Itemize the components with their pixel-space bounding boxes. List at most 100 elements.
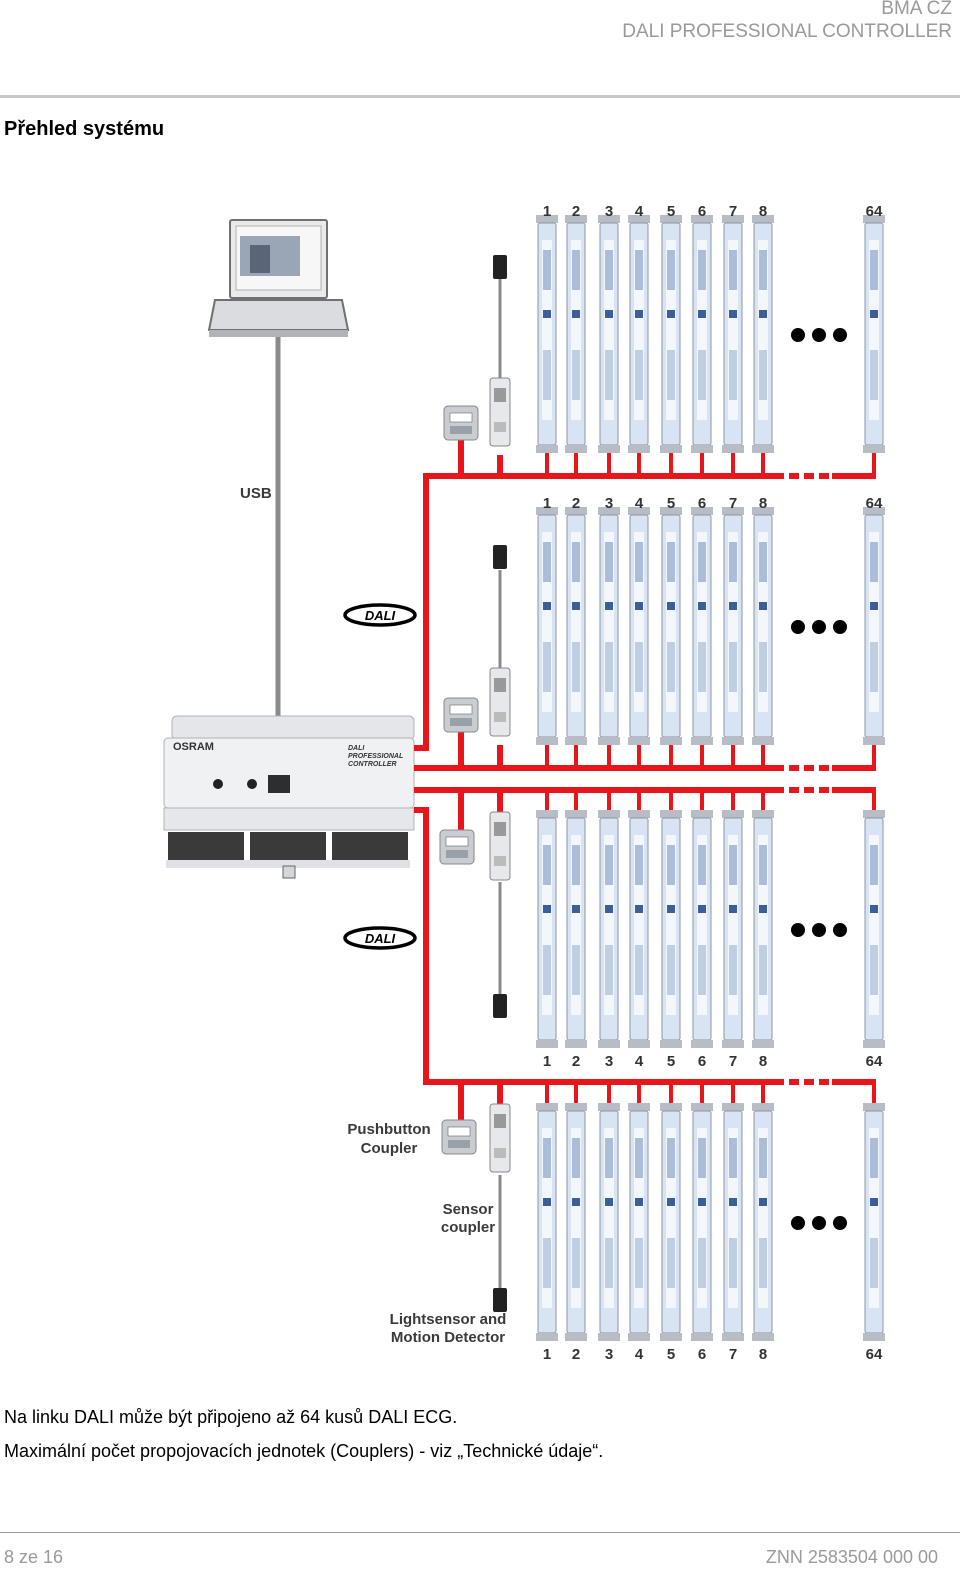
dali-controller: OSRAM DALI PROFESSIONAL CONTROLLER bbox=[163, 715, 415, 879]
ecg-unit-icon bbox=[535, 506, 559, 746]
pushbutton-coupler-icon bbox=[441, 1119, 477, 1155]
ecg-unit-icon bbox=[690, 1102, 714, 1342]
ecg-unit-icon bbox=[751, 809, 775, 1049]
pushbutton-coupler-icon bbox=[439, 829, 475, 865]
ellipsis-dot-icon bbox=[791, 923, 805, 937]
dali-logo: DALI bbox=[343, 603, 417, 627]
ellipsis-dot-icon bbox=[833, 328, 847, 342]
sensor-coupler-label: Sensor bbox=[443, 1201, 494, 1218]
ellipsis-dot-icon bbox=[791, 328, 805, 342]
ecg-unit-icon bbox=[751, 1102, 775, 1342]
ecg-address-label: 2 bbox=[572, 495, 580, 512]
ecg-unit-icon bbox=[564, 809, 588, 1049]
sensor-coupler-label: coupler bbox=[441, 1219, 495, 1236]
ecg-unit-icon bbox=[564, 1102, 588, 1342]
ellipsis-dot-icon bbox=[812, 923, 826, 937]
ecg-unit-icon bbox=[751, 214, 775, 454]
controller-button-icon bbox=[213, 779, 223, 789]
ecg-unit-icon bbox=[862, 506, 886, 746]
ecg-address-label: 2 bbox=[572, 203, 580, 220]
controller-name-line1: DALI bbox=[348, 745, 365, 752]
ecg-address-label: 8 bbox=[759, 495, 767, 512]
controller-name-line2: PROFESSIONAL bbox=[348, 753, 403, 760]
ecg-address-label: 4 bbox=[635, 203, 644, 220]
ecg-address-label: 6 bbox=[698, 495, 706, 512]
ecg-address-label: 5 bbox=[667, 1053, 675, 1070]
ellipsis-dot-icon bbox=[812, 328, 826, 342]
ecg-unit-icon bbox=[862, 214, 886, 454]
note-max-ecg: Na linku DALI může být připojeno až 64 k… bbox=[4, 1407, 458, 1427]
ecg-unit-icon bbox=[862, 1102, 886, 1342]
ecg-unit-icon bbox=[690, 809, 714, 1049]
page-title: Přehled systému bbox=[4, 118, 165, 140]
ecg-unit-icon bbox=[597, 214, 621, 454]
ecg-address-label: 7 bbox=[729, 1346, 737, 1363]
pushbutton-coupler-label: Coupler bbox=[361, 1140, 418, 1157]
pushbutton-coupler-icon bbox=[443, 405, 479, 441]
controller-name-line3: CONTROLLER bbox=[348, 761, 397, 768]
header-company: BMA CZ bbox=[881, 0, 952, 19]
ellipsis-dot-icon bbox=[791, 620, 805, 634]
header-product: DALI PROFESSIONAL CONTROLLER bbox=[622, 21, 952, 42]
laptop-computer bbox=[207, 219, 350, 337]
ecg-unit-icon bbox=[597, 809, 621, 1049]
sensor-coupler-icon bbox=[489, 667, 511, 737]
ecg-address-label: 3 bbox=[605, 1053, 613, 1070]
ecg-address-label: 2 bbox=[572, 1053, 580, 1070]
page-number: 8 ze 16 bbox=[4, 1547, 64, 1567]
ecg-address-label: 7 bbox=[729, 495, 737, 512]
dali-logo: DALI bbox=[343, 926, 417, 950]
lightsensor-label: Lightsensor and bbox=[390, 1311, 507, 1328]
ethernet-port-icon bbox=[268, 775, 290, 793]
ecg-unit-icon bbox=[564, 214, 588, 454]
ecg-address-label: 8 bbox=[759, 1053, 767, 1070]
ecg-address-label: 4 bbox=[635, 1346, 644, 1363]
ecg-address-label: 5 bbox=[667, 203, 675, 220]
ellipsis-dot-icon bbox=[833, 1216, 847, 1230]
ecg-address-label: 1 bbox=[543, 203, 551, 220]
document-number: ZNN 2583504 000 00 bbox=[765, 1547, 938, 1567]
svg-text:DALI: DALI bbox=[365, 608, 396, 623]
ecg-address-label: 3 bbox=[605, 203, 613, 220]
ecg-unit-icon bbox=[627, 506, 651, 746]
ecg-unit-icon bbox=[721, 506, 745, 746]
ecg-address-label: 1 bbox=[543, 1346, 551, 1363]
footer-divider bbox=[0, 1532, 960, 1533]
ellipsis-dot-icon bbox=[812, 620, 826, 634]
ecg-unit-icon bbox=[721, 1102, 745, 1342]
ecg-address-label: 5 bbox=[667, 495, 675, 512]
ecg-unit-icon bbox=[721, 214, 745, 454]
ecg-unit-icon bbox=[690, 214, 714, 454]
ecg-address-label: 64 bbox=[866, 1346, 883, 1363]
ecg-address-label: 1 bbox=[543, 495, 551, 512]
ecg-unit-icon bbox=[597, 506, 621, 746]
lightsensor-label: Motion Detector bbox=[391, 1329, 505, 1346]
svg-text:DALI: DALI bbox=[365, 931, 396, 946]
ecg-unit-icon bbox=[535, 214, 559, 454]
ecg-address-label: 64 bbox=[866, 203, 883, 220]
ecg-address-label: 6 bbox=[698, 1053, 706, 1070]
ecg-unit-icon bbox=[659, 214, 683, 454]
controller-brand: OSRAM bbox=[173, 741, 214, 753]
ecg-address-label: 3 bbox=[605, 495, 613, 512]
controller-button-icon bbox=[247, 779, 257, 789]
ecg-unit-icon bbox=[627, 214, 651, 454]
ecg-unit-icon bbox=[627, 809, 651, 1049]
ecg-unit-icon bbox=[721, 809, 745, 1049]
ecg-unit-icon bbox=[751, 506, 775, 746]
ellipsis-dot-icon bbox=[833, 923, 847, 937]
ecg-address-label: 8 bbox=[759, 1346, 767, 1363]
ecg-unit-icon bbox=[535, 809, 559, 1049]
lightsensor-icon bbox=[493, 255, 507, 1312]
sensor-coupler-icon bbox=[489, 811, 511, 881]
ecg-unit-icon bbox=[862, 809, 886, 1049]
ecg-unit-icon bbox=[690, 506, 714, 746]
ecg-address-label: 5 bbox=[667, 1346, 675, 1363]
ecg-unit-icon bbox=[535, 1102, 559, 1342]
ecg-unit-icon bbox=[597, 1102, 621, 1342]
ecg-address-label: 4 bbox=[635, 1053, 644, 1070]
ecg-unit-icon bbox=[659, 809, 683, 1049]
ecg-address-label: 64 bbox=[866, 1053, 883, 1070]
usb-label: USB bbox=[240, 485, 272, 502]
ecg-address-label: 6 bbox=[698, 1346, 706, 1363]
